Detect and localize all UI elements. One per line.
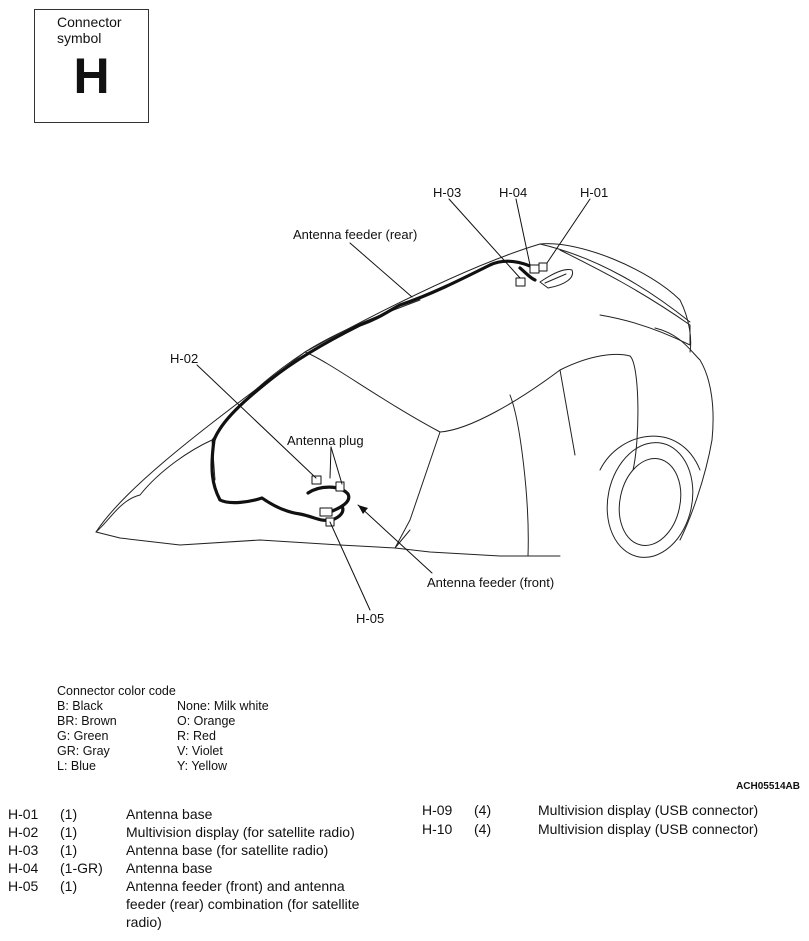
leader-lines xyxy=(196,198,591,611)
callout-antenna-feeder-rear: Antenna feeder (rear) xyxy=(293,227,418,242)
connector-description: Antenna base xyxy=(126,860,213,876)
connector-row-h04: H-04 (1-GR) Antenna base xyxy=(8,859,398,877)
connector-row-h01: H-01 (1) Antenna base xyxy=(8,805,398,823)
connector-id: H-03 xyxy=(8,842,39,858)
callout-h05: H-05 xyxy=(356,611,385,626)
legend-item: GR: Gray xyxy=(57,744,110,758)
connector-pin: (1-GR) xyxy=(60,860,103,876)
legend-column-right: None: Milk white O: Orange R: Red V: Vio… xyxy=(177,699,327,774)
callout-h02: H-02 xyxy=(170,351,199,366)
connector-symbol-label: Connector symbol xyxy=(57,14,122,46)
connector-description: Multivision display (USB connector) xyxy=(538,821,759,837)
connector-row-h09: H-09 (4) Multivision display (USB connec… xyxy=(422,801,802,819)
legend-column-left: B: Black BR: Brown G: Green GR: Gray L: … xyxy=(57,699,177,774)
connector-id: H-02 xyxy=(8,824,39,840)
callout-h03: H-03 xyxy=(433,185,462,200)
connector-id: H-04 xyxy=(8,860,39,876)
connector-description: Multivision display (for satellite radio… xyxy=(126,824,355,840)
connector-blocks xyxy=(311,262,548,527)
antenna-feeder-harness xyxy=(210,259,537,523)
callout-h01: H-01 xyxy=(580,185,609,200)
legend-item: Y: Yellow xyxy=(177,759,228,773)
connector-symbol-box: Connector symbol H xyxy=(34,9,149,123)
connector-id: H-10 xyxy=(422,821,453,837)
legend-item: B: Black xyxy=(57,699,103,713)
connector-description: Antenna base (for satellite radio) xyxy=(126,842,329,858)
legend-item: G: Green xyxy=(57,729,109,743)
callout-h04: H-04 xyxy=(499,185,528,200)
connector-row-h02: H-02 (1) Multivision display (for satell… xyxy=(8,823,398,841)
connector-id: H-09 xyxy=(422,802,453,818)
callout-antenna-feeder-front: Antenna feeder (front) xyxy=(427,575,555,590)
legend-item: None: Milk white xyxy=(177,699,269,713)
legend-item: BR: Brown xyxy=(57,714,117,728)
connector-description: Antenna base xyxy=(126,806,213,822)
connector-description: Multivision display (USB connector) xyxy=(538,802,759,818)
figure-id: ACH05514AB xyxy=(736,781,800,792)
connector-description: Antenna feeder (front) and antenna feede… xyxy=(126,878,360,930)
legend-title: Connector color code xyxy=(57,684,176,698)
connector-pin: (4) xyxy=(474,821,492,837)
legend-item: O: Orange xyxy=(177,714,236,728)
connector-id: H-01 xyxy=(8,806,39,822)
legend-item: R: Red xyxy=(177,729,216,743)
connector-pin: (1) xyxy=(60,878,78,894)
connector-pin: (4) xyxy=(474,802,492,818)
connector-pin: (1) xyxy=(60,842,78,858)
legend-item: V: Violet xyxy=(177,744,223,758)
connector-row-h10: H-10 (4) Multivision display (USB connec… xyxy=(422,820,802,838)
callout-antenna-plug: Antenna plug xyxy=(287,433,364,448)
connector-row-h05: H-05 (1) Antenna feeder (front) and ante… xyxy=(8,877,398,933)
connector-id: H-05 xyxy=(8,878,39,894)
legend-item: L: Blue xyxy=(57,759,96,773)
connector-pin: (1) xyxy=(60,824,78,840)
connector-symbol-letter: H xyxy=(73,48,110,104)
connector-pin: (1) xyxy=(60,806,78,822)
car-body-outline xyxy=(95,243,714,558)
connector-row-h03: H-03 (1) Antenna base (for satellite rad… xyxy=(8,841,398,859)
